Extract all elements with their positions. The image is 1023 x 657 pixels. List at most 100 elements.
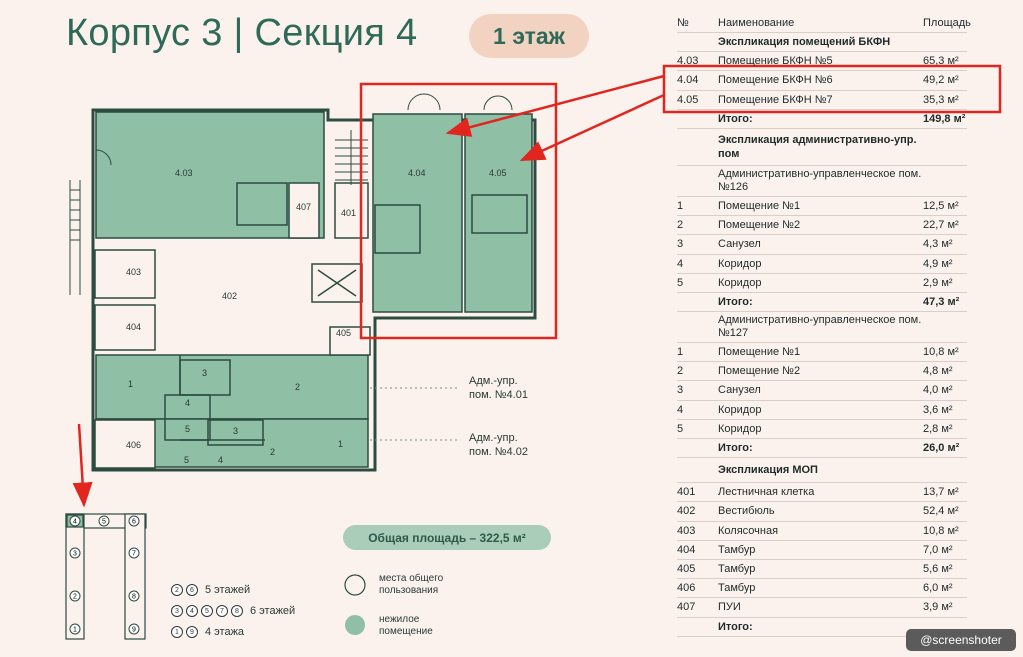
adm402-room-5: 5 [184,455,189,465]
table-cell-area: 65,3 м² [923,55,959,68]
mini-section-dot [69,547,81,559]
table-cell-area: 49,2 м² [923,74,959,87]
legend-nonres-line2: помещение [379,626,433,637]
table-total-row: Итого:26,0 м² [677,439,967,459]
adm-401-label: Адм.-упр. пом. №4.01 [469,374,528,402]
table-cell-name: Итого: [718,295,753,308]
legend-common-line2: пользования [379,585,439,596]
table-cell-name: Административно-управленческое пом. №126 [718,167,922,193]
table-cell-name: ПУИ [718,601,741,614]
table-total-row: Итого: [677,618,967,637]
room-label-406: 406 [126,440,141,450]
adm-room-4-01 [95,354,369,420]
mini-section-dot [128,623,140,635]
table-cell-no: 1 [677,199,684,212]
table-cell-no: 403 [677,524,696,537]
mini-section-dot [98,515,110,527]
table-cell-name: Административно-управленческое пом. №127 [718,314,922,340]
header-name: Наименование [718,17,795,29]
adm401-room-5: 5 [185,424,190,434]
legend-6-floors: 3 4 5 7 8 6 этажей [171,605,295,617]
table-row: 407 ПУИ 3,9 м² [677,598,967,618]
table-cell-name: Вестибюль [718,505,775,518]
table-cell-name: Коридор [718,403,762,416]
table-cell-area: 52,4 м² [923,505,959,518]
mini-section-label: 2 [73,594,77,601]
table-section-row: Экспликация помещений БКФН [677,33,967,53]
table-cell-area: 3,6 м² [923,403,953,416]
legend-4-floors: 1 9 4 этажа [171,626,244,638]
room-4-04 [372,113,463,313]
adm401-room-2: 2 [295,382,300,392]
table-cell-name: Коридор [718,276,762,289]
room-label-405: 405 [336,328,351,338]
legend-dot: 3 [171,605,183,617]
legend-dot: 9 [186,626,198,638]
table-cell-area: 4,8 м² [923,365,953,378]
table-cell-name: Итого: [718,620,753,633]
room-label-4-05: 4.05 [489,168,507,178]
mini-section-label: 6 [132,519,136,526]
table-cell-name: Помещение №2 [718,219,801,232]
adm-402-label-line1: Адм.-упр. [469,432,518,444]
table-cell-name: Коридор [718,422,762,435]
table-cell-name: Помещение №1 [718,199,801,212]
legend-dot: 7 [216,605,228,617]
legend-common-swatch [344,574,366,596]
table-cell-name: Помещение БКФН №7 [718,93,833,106]
table-cell-name: Итого: [718,442,753,454]
table-cell-name: Помещение №1 [718,346,801,359]
table-cell-name: Тамбур [718,543,756,556]
table-cell-no: 5 [677,276,684,289]
table-cell-name: Тамбур [718,582,756,595]
table-cell-no: 401 [677,486,696,499]
mini-section-dot [128,515,140,527]
mini-section-label: 3 [73,551,77,558]
explication-table: № Наименование Площадь Экспликация помещ… [677,14,971,637]
table-cell-name: Помещение №2 [718,365,801,378]
table-cell-no: 404 [677,543,696,556]
table-cell-no: 407 [677,601,696,614]
legend-4-floors-text: 4 этажа [205,626,245,638]
table-cell-no: 4 [677,257,684,270]
adm401-room-4: 4 [185,398,190,408]
table-cell-area: 4,9 м² [923,257,953,270]
table-cell-name: Помещение БКФН №5 [718,55,833,68]
table-section-row: Административно-управленческое пом. №126 [677,166,967,197]
table-cell-area: 3,9 м² [923,601,953,614]
highlight-box-table [662,64,1002,114]
room-label-403: 403 [126,267,141,277]
table-cell-no: 2 [677,365,684,378]
table-cell-no: 4.05 [677,93,699,106]
mini-section-label: 5 [102,519,106,526]
table-cell-no: 405 [677,562,696,575]
mini-section-dot [128,547,140,559]
adm-402-label: Адм.-упр. пом. №4.02 [469,431,528,459]
section-mini-map [65,513,147,640]
table-cell-no: 3 [677,238,684,251]
table-cell-name: Экспликация административно-упр. пом [718,133,917,160]
room-label-4-03: 4.03 [175,168,193,178]
adm402-room-3: 3 [233,426,238,436]
mini-section-dot [69,515,81,527]
mini-section-dot [69,590,81,602]
table-row: 2 Помещение №2 4,8 м² [677,362,967,382]
table-cell-area: 149,8 м² [923,112,966,125]
adm402-room-2: 2 [270,447,275,457]
room-label-4-04: 4.04 [408,168,426,178]
legend-5-floors: 2 6 5 этажей [171,584,250,596]
legend-common-text: места общего пользования [379,573,443,597]
page-title: Корпус 3 | Секция 4 [66,12,418,54]
